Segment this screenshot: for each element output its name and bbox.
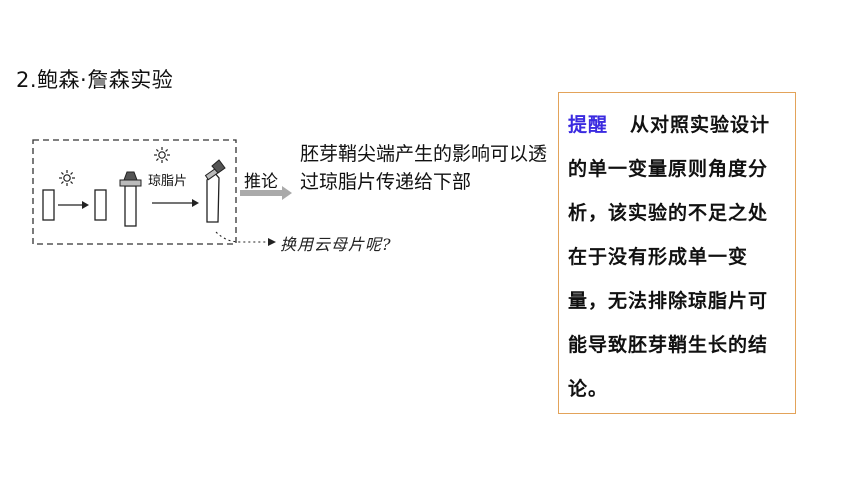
agar-label: 琼脂片 — [148, 174, 188, 189]
coleoptile-bent — [206, 170, 220, 223]
coleoptile-tip — [123, 171, 138, 181]
coleoptile-tip-bent — [211, 159, 226, 174]
agar-block — [119, 179, 142, 187]
coleoptile-with-agar — [124, 185, 137, 227]
hand-note: 换用云母片呢? — [280, 235, 392, 254]
coleoptile-decapitated — [94, 189, 107, 221]
section-title: 2.鲍森·詹森实验 — [16, 68, 174, 92]
dashed-frame — [32, 139, 237, 245]
coleoptile-intact — [42, 189, 55, 221]
sun-icon — [154, 147, 170, 163]
dotted-arrow — [215, 231, 268, 243]
conclusion-text: 胚芽鞘尖端产生的影响可以透过琼脂片传递给下部 — [300, 143, 548, 193]
tip-keyword: 提醒 — [568, 114, 609, 136]
infer-label: 推论 — [244, 172, 278, 192]
tip-text: 从对照实验设计的单一变量原则角度分析，该实验的不足之处在于没有形成单一变量，无法… — [568, 114, 771, 400]
tip-box: 提醒从对照实验设计的单一变量原则角度分析，该实验的不足之处在于没有形成单一变量，… — [558, 92, 796, 414]
infer-arrow — [240, 186, 292, 200]
sun-icon — [59, 170, 75, 186]
